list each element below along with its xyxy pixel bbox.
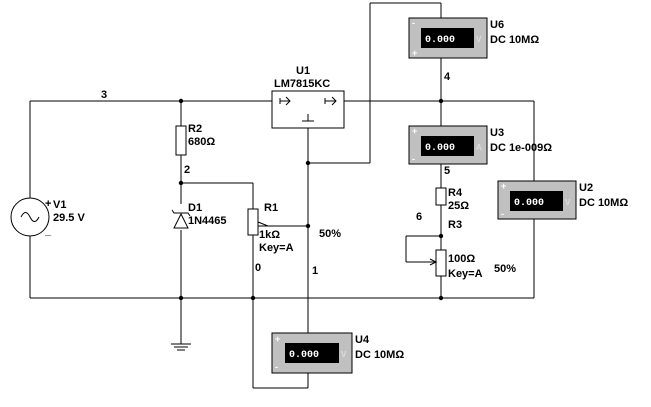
- v1-plus: +: [45, 198, 51, 210]
- r4-name: R4: [448, 187, 463, 199]
- zener-bar-icon: [171, 209, 191, 217]
- junction-dot: [250, 295, 256, 301]
- meter-screen: [421, 136, 474, 156]
- meter-plus: +: [275, 334, 280, 344]
- meter-name: U2: [579, 182, 593, 194]
- v1-name: V1: [53, 199, 66, 211]
- wiper-arrow-icon: [429, 258, 438, 266]
- wires: [29, 2, 535, 389]
- node-label-2: 2: [184, 164, 190, 176]
- d1-name: D1: [188, 202, 202, 214]
- v1-source[interactable]: + V1 29.5 V _: [10, 197, 85, 237]
- junction-dot: [438, 98, 444, 104]
- meter-plus: +: [412, 48, 417, 58]
- meter-mode: DC 10MΩ: [355, 349, 404, 361]
- r3-key: Key=A: [448, 268, 483, 280]
- r3-value: 100Ω: [448, 253, 475, 265]
- meter-reading: 0.000: [425, 143, 455, 154]
- meter-reading: 0.000: [425, 35, 455, 46]
- r2-name: R2: [188, 123, 202, 135]
- v1-minus: _: [44, 225, 52, 237]
- r2-body: [175, 125, 187, 156]
- arrow-out-icon: [324, 96, 337, 106]
- r2-value: 680Ω: [188, 136, 215, 148]
- meter-plus: +: [412, 126, 417, 136]
- zener-triangle-icon: [173, 212, 189, 229]
- meter-screen: [421, 28, 474, 48]
- meter-plus: +: [501, 181, 506, 191]
- meter-reading: 0.000: [514, 198, 544, 209]
- meter-mode: DC 1e-009Ω: [490, 142, 552, 154]
- junction-dot: [178, 98, 184, 104]
- r4-value: 25Ω: [448, 200, 469, 212]
- meter-unit: V: [565, 198, 571, 207]
- u1-regulator[interactable]: U1 LM7815KC: [271, 65, 345, 129]
- meter-unit: V: [341, 350, 347, 359]
- u1-part: LM7815KC: [274, 78, 330, 90]
- meter-minus: -: [275, 362, 278, 372]
- u2-meter[interactable]: 0.000 V + - U2 DC 10MΩ: [497, 180, 628, 220]
- r1-key: Key=A: [259, 242, 294, 254]
- junction-dot: [305, 223, 311, 229]
- r4-body: [435, 187, 447, 206]
- node-label-1: 1: [312, 265, 318, 277]
- meter-name: U6: [490, 19, 504, 31]
- meter-unit: V: [476, 35, 482, 44]
- v1-value: 29.5 V: [53, 212, 85, 224]
- node-label-5: 5: [444, 165, 450, 177]
- u1-name: U1: [296, 65, 310, 77]
- r3-potentiometer[interactable]: R3 100Ω Key=A 50%: [429, 219, 516, 280]
- r4-resistor[interactable]: R4 25Ω: [435, 187, 469, 212]
- junction-dot: [438, 295, 444, 301]
- meter-name: U4: [355, 334, 370, 346]
- r2-resistor[interactable]: R2 680Ω: [175, 123, 215, 156]
- r3-name: R3: [448, 219, 462, 231]
- ac-sine-icon: [20, 212, 40, 222]
- node-labels: 3 2 4 5 6 0 1: [101, 71, 451, 277]
- junction-dot: [438, 233, 444, 239]
- junction-dot: [305, 160, 311, 166]
- meter-minus: -: [501, 209, 504, 219]
- r1-body: [247, 208, 259, 236]
- junctions: [178, 98, 444, 301]
- meter-reading: 0.000: [289, 350, 319, 361]
- ground-pin-icon: [302, 114, 314, 122]
- u1-body: [271, 90, 345, 129]
- u3-meter[interactable]: 0.000 A + - U3 DC 1e-009Ω: [408, 125, 552, 165]
- node-label-6: 6: [416, 211, 422, 223]
- arrow-in-icon: [279, 96, 291, 106]
- node-label-3: 3: [101, 89, 107, 101]
- wiper-arrow-icon: [257, 221, 269, 227]
- r1-value: 1kΩ: [259, 229, 280, 241]
- meter-mode: DC 10MΩ: [490, 34, 539, 46]
- meter-unit: A: [476, 143, 482, 152]
- meter-screen: [510, 191, 563, 211]
- r3-body: [435, 249, 447, 277]
- meter-name: U3: [490, 127, 504, 139]
- junction-dot: [178, 180, 184, 186]
- u4-meter[interactable]: 0.000 V + - U4 DC 10MΩ: [271, 332, 404, 374]
- meter-mode: DC 10MΩ: [579, 197, 628, 209]
- meter-screen: [285, 343, 339, 363]
- meter-minus: -: [412, 18, 415, 28]
- node-label-4: 4: [444, 71, 451, 83]
- node-label-0: 0: [255, 262, 261, 274]
- d1-zener[interactable]: D1 1N4465: [171, 202, 227, 229]
- r3-percent: 50%: [494, 263, 516, 275]
- r1-percent: 50%: [319, 228, 341, 240]
- r1-name: R1: [264, 202, 278, 214]
- r1-potentiometer[interactable]: R1 1kΩ Key=A 50%: [247, 202, 341, 254]
- u6-meter[interactable]: 0.000 V - + U6 DC 10MΩ: [408, 17, 539, 59]
- d1-part: 1N4465: [188, 215, 227, 227]
- meter-minus: -: [412, 154, 415, 164]
- junction-dot: [178, 295, 184, 301]
